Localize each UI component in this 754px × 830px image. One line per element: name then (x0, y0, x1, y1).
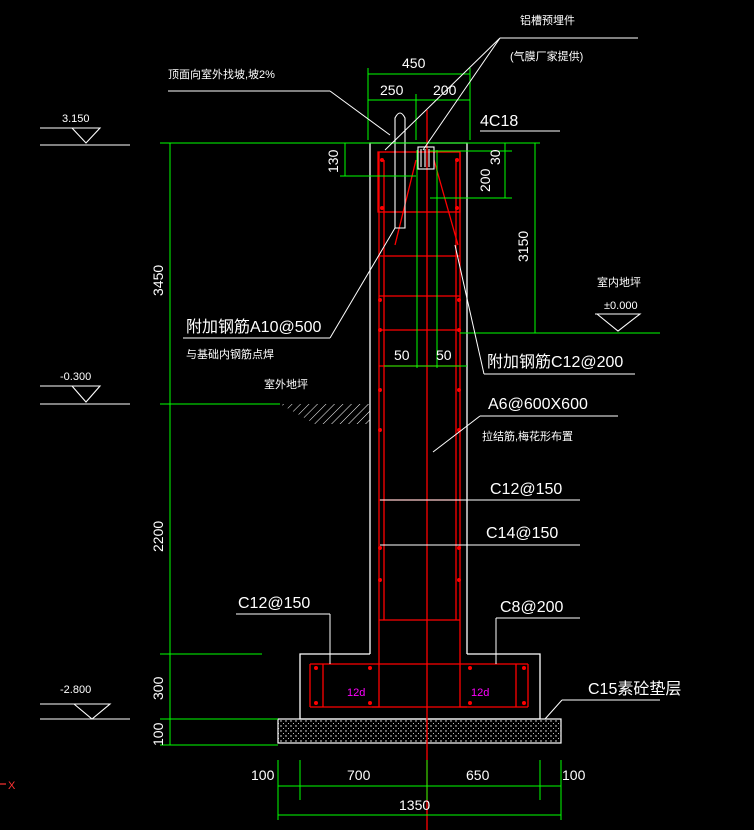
note-bar-c12-150-footing: C12@150 (238, 595, 310, 612)
note-hook-left: 12d (347, 687, 365, 699)
dim-bottom-total: 1350 (399, 797, 430, 813)
note-tie-sub: 拉结筋,梅花形布置 (482, 429, 573, 443)
elevation-outside-ground: -0.300 (60, 371, 91, 383)
dim-left-2200: 2200 (150, 521, 166, 552)
elevation-marks (40, 127, 642, 720)
aluminum-slot (394, 112, 435, 229)
note-top-slope: 顶面向室外找坡,坡2% (168, 67, 275, 81)
note-added-bar-left-sub: 与基础内钢筋点焊 (186, 347, 274, 361)
leader-lines (168, 37, 660, 720)
dim-left-3450: 3450 (150, 265, 166, 296)
dim-mid-50-left: 50 (394, 347, 410, 363)
note-hook-right: 12d (471, 687, 489, 699)
dim-left-100: 100 (150, 722, 166, 746)
note-added-bar-left: 附加钢筋A10@500 (186, 318, 322, 336)
note-bar-c8-200: C8@200 (500, 599, 563, 616)
dim-top-left: 250 (380, 82, 404, 98)
note-bar-c12-150-wall: C12@150 (490, 481, 562, 498)
elevation-top: 3.150 (62, 113, 90, 125)
ground-hatch (280, 404, 370, 424)
dim-bottom-700: 700 (347, 767, 371, 783)
elevation-footing-bottom: -2.800 (60, 684, 91, 696)
dim-right-200: 200 (477, 168, 493, 192)
rebar (309, 110, 529, 830)
cushion-layer (277, 718, 562, 744)
rebar-dots (314, 158, 526, 705)
note-top-bars: 4C18 (480, 113, 518, 130)
dim-bottom-100-right: 100 (562, 767, 586, 783)
dim-left-300: 300 (150, 676, 166, 700)
dim-bottom-650: 650 (466, 767, 490, 783)
dim-slot-h: 130 (325, 149, 341, 173)
note-aluminum-slot: 铝槽预埋件 (520, 13, 575, 27)
note-tie: A6@600X600 (488, 396, 588, 413)
elevation-indoor: ±0.000 (604, 300, 638, 312)
note-outside-ground: 室外地坪 (264, 377, 308, 391)
note-bar-c14-150: C14@150 (486, 525, 558, 542)
dim-right-30: 30 (487, 149, 503, 165)
dim-top-total: 450 (402, 55, 426, 71)
dim-bottom-100-left: 100 (251, 767, 275, 783)
note-indoor-ground: 室内地坪 (597, 275, 641, 289)
dimension-lines (160, 68, 660, 820)
dim-top-right: 200 (433, 82, 457, 98)
dim-mid-50-right: 50 (436, 347, 452, 363)
note-aluminum-slot-sub: (气膜厂家提供) (510, 49, 583, 63)
note-cushion: C15素砼垫层 (588, 680, 681, 698)
axis-x-label: X (8, 780, 16, 792)
dim-right-3150: 3150 (515, 231, 531, 262)
note-added-bar-right: 附加钢筋C12@200 (487, 353, 623, 371)
